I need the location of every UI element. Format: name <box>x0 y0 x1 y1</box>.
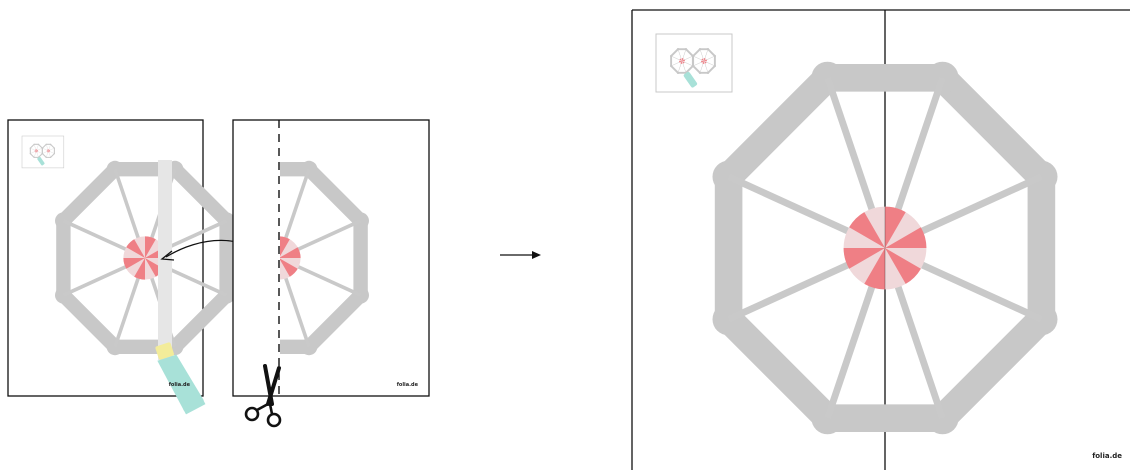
result-arrow <box>500 251 541 259</box>
step-left-sheet: folia.de <box>8 120 235 418</box>
brand-label: folia.de <box>1092 452 1122 460</box>
paper-sheet-right <box>233 120 429 396</box>
brand-label: folia.de <box>169 382 191 388</box>
result-sheet: folia.de <box>632 10 1130 470</box>
mini-preview-thumbnail <box>22 136 64 168</box>
brand-label: folia.de <box>397 382 419 388</box>
mini-preview-thumbnail <box>656 34 732 92</box>
